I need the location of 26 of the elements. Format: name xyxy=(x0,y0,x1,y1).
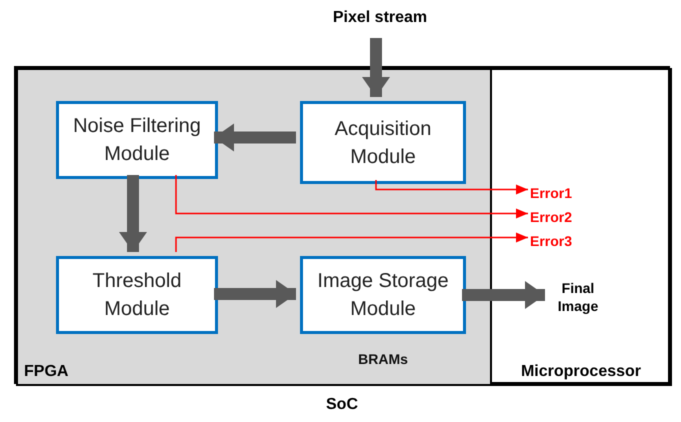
flow-arrow xyxy=(214,280,296,308)
region-label: Microprocessor xyxy=(520,363,642,381)
error-arrow xyxy=(175,232,528,252)
processor-region xyxy=(492,68,672,386)
error-label: Error1 xyxy=(530,185,590,202)
flow-arrow xyxy=(214,124,296,152)
chip-label: SoC xyxy=(325,396,359,414)
module-box xyxy=(56,101,218,179)
module-label: Noise Filtering Module xyxy=(72,114,202,167)
error-arrow xyxy=(375,180,528,194)
module-box xyxy=(56,256,218,334)
input-label: Pixel stream xyxy=(320,6,440,30)
error-label: Error3 xyxy=(530,233,590,250)
memory-label: BRAMs xyxy=(357,350,409,369)
module-label: Acquisition Module xyxy=(334,116,432,170)
module-label: Threshold Module xyxy=(92,269,182,322)
flow-arrow xyxy=(362,38,390,97)
fpga-region xyxy=(16,68,492,386)
region-label: FPGA xyxy=(24,363,68,381)
output-label: Final Image xyxy=(547,279,609,315)
flow-arrow xyxy=(462,281,545,309)
error-label: Error2 xyxy=(530,209,590,226)
error-arrow xyxy=(175,175,528,218)
module-label: Image Storage Module xyxy=(316,269,450,322)
module-box xyxy=(300,101,466,184)
flow-arrow xyxy=(119,175,147,252)
